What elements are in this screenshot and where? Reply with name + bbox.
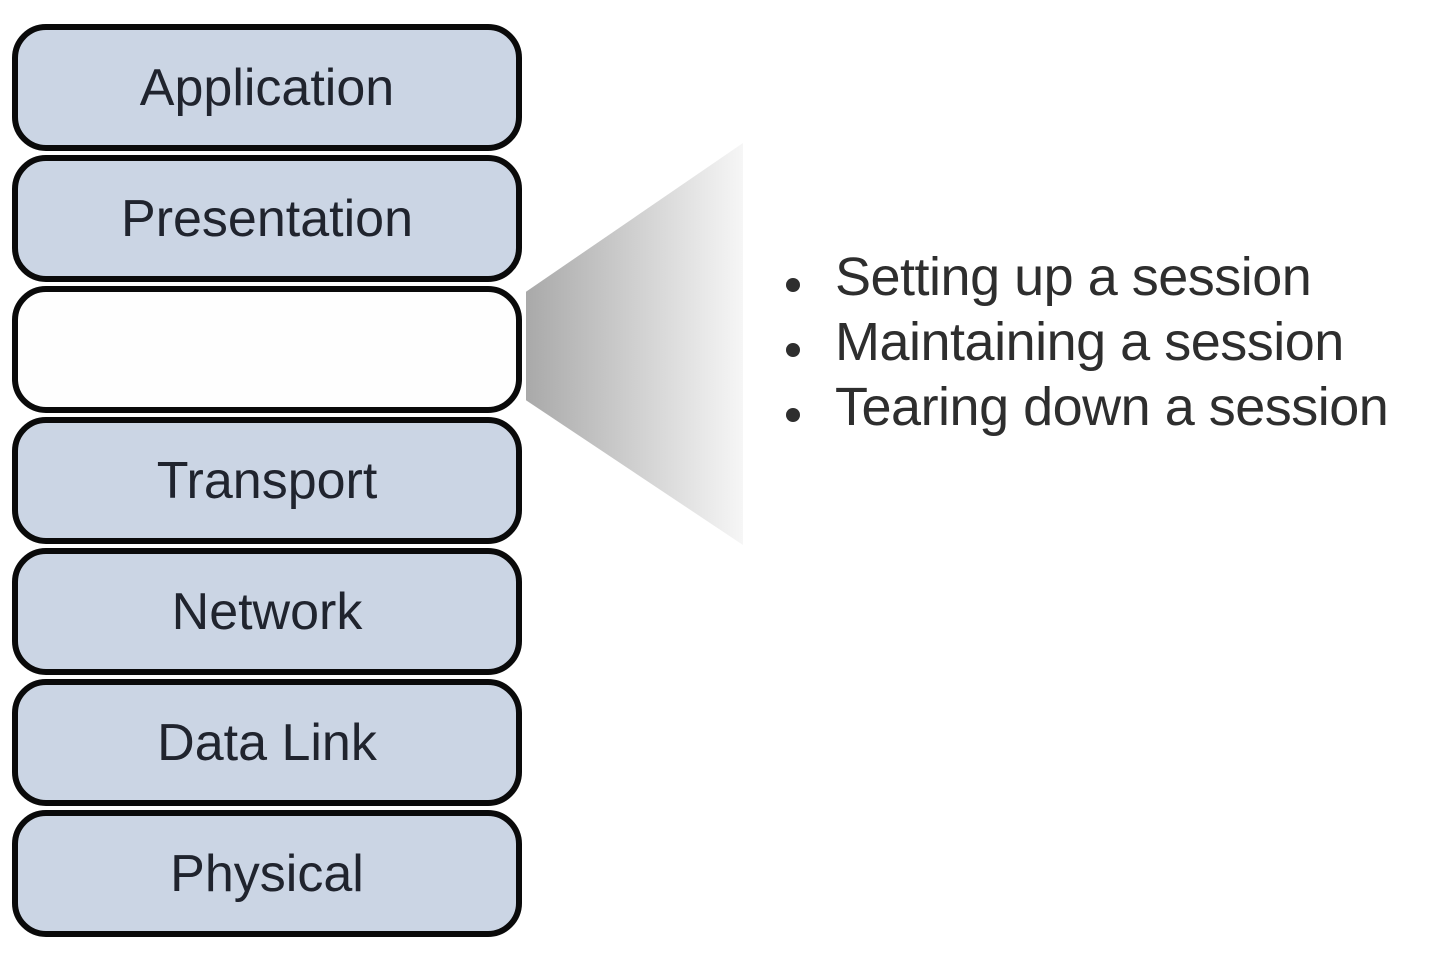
layer-label: Physical	[170, 844, 364, 903]
layer-label: Application	[139, 58, 395, 117]
layer-box-network: Network	[12, 548, 522, 675]
layer-box-session-blank	[12, 286, 522, 413]
layer-label: Transport	[156, 451, 378, 510]
layer-box-application: Application	[12, 24, 522, 151]
list-item: Maintaining a session	[775, 310, 1388, 375]
list-item: Tearing down a session	[775, 375, 1389, 440]
layer-label: Presentation	[121, 189, 413, 248]
list-item: Setting up a session	[775, 245, 1388, 310]
layer-box-physical: Physical	[12, 810, 522, 937]
layer-box-data-link: Data Link	[12, 679, 522, 806]
layer-box-transport: Transport	[12, 417, 522, 544]
layer-label: Data Link	[157, 713, 377, 772]
layer-label: Network	[171, 582, 363, 641]
layer-box-presentation: Presentation	[12, 155, 522, 282]
callout-wedge	[526, 143, 743, 545]
